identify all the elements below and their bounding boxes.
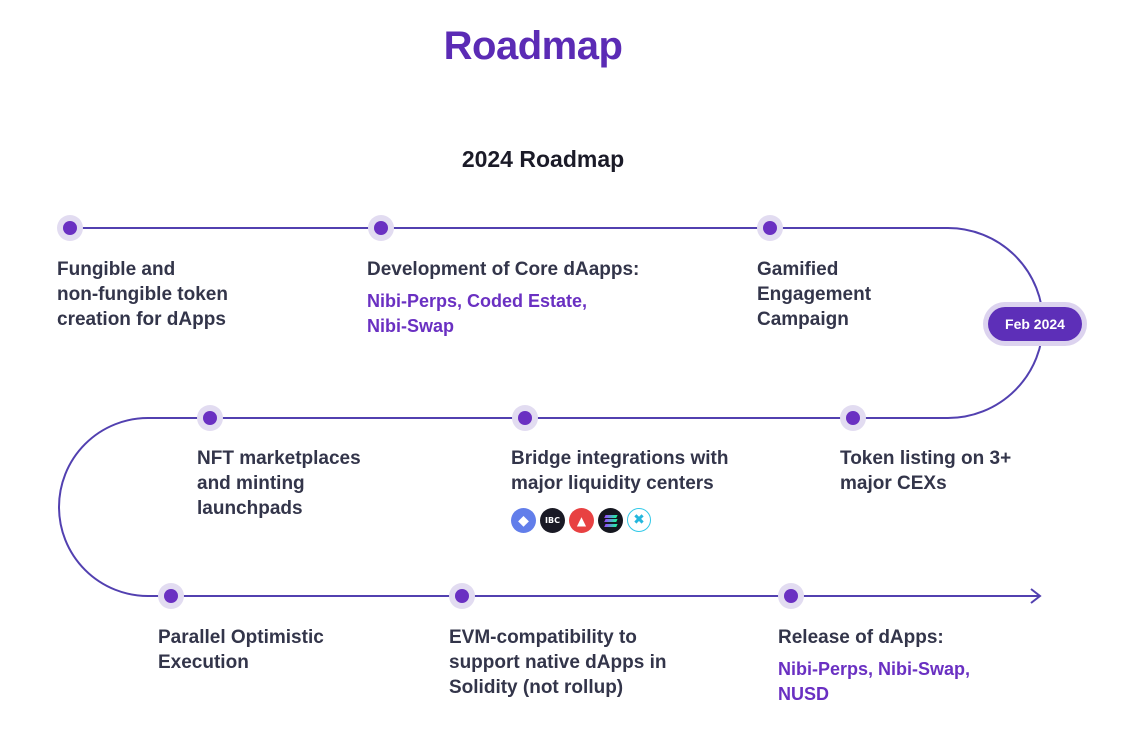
milestone-node [757, 215, 783, 241]
milestone-detail: Nibi-Perps, Nibi-Swap, NUSD [778, 659, 971, 704]
milestone-node [449, 583, 475, 609]
date-badge: Feb 2024 [983, 302, 1087, 346]
milestone-node [158, 583, 184, 609]
milestone-gamified-campaign: Gamified Engagement Campaign [757, 257, 871, 332]
ethereum-icon: ◆ [511, 508, 536, 533]
page-title: Roadmap [443, 24, 623, 68]
milestone-text: Gamified Engagement Campaign [757, 259, 872, 330]
arrow-head-icon [1030, 588, 1042, 604]
ibc-icon: IBC [540, 508, 565, 533]
milestone-text: NFT marketplaces and minting launchpads [197, 448, 361, 519]
milestone-text: Token listing on 3+ major CEXs [840, 448, 1012, 494]
solana-icon [598, 508, 623, 533]
milestone-nft-marketplaces: NFT marketplaces and minting launchpads [197, 446, 361, 521]
milestone-node [778, 583, 804, 609]
milestone-node [512, 405, 538, 431]
milestone-text: Bridge integrations with major liquidity… [511, 448, 729, 494]
milestone-node [57, 215, 83, 241]
milestone-core-dapps: Development of Core dAapps: Nibi-Perps, … [367, 257, 639, 339]
chain-icons: ◆ IBC ▲ ✖ [511, 508, 651, 534]
milestone-node [840, 405, 866, 431]
roadmap-subtitle: 2024 Roadmap [461, 146, 625, 172]
milestone-bridge-integrations: Bridge integrations with major liquidity… [511, 446, 728, 496]
milestone-text: Fungible and non-fungible token creation… [57, 259, 228, 330]
milestone-text: Development of Core dAapps: [367, 259, 640, 280]
milestone-evm-compatibility: EVM-compatibility to support native dApp… [449, 625, 666, 700]
date-badge-label: Feb 2024 [988, 307, 1082, 341]
milestone-node [197, 405, 223, 431]
milestone-text: Parallel Optimistic Execution [158, 627, 324, 673]
milestone-release-dapps: Release of dApps: Nibi-Perps, Nibi-Swap,… [778, 625, 970, 707]
milestone-detail: Nibi-Perps, Coded Estate, Nibi-Swap [367, 291, 588, 336]
track-line [58, 227, 1044, 597]
avalanche-icon: ▲ [569, 508, 594, 533]
milestone-token-listing: Token listing on 3+ major CEXs [840, 446, 1011, 496]
milestone-text: Release of dApps: [778, 627, 944, 648]
milestone-parallel-execution: Parallel Optimistic Execution [158, 625, 324, 675]
milestone-token-creation: Fungible and non-fungible token creation… [57, 257, 228, 332]
cross-chain-icon: ✖ [627, 508, 651, 532]
milestone-node [368, 215, 394, 241]
milestone-text: EVM-compatibility to support native dApp… [449, 627, 667, 698]
